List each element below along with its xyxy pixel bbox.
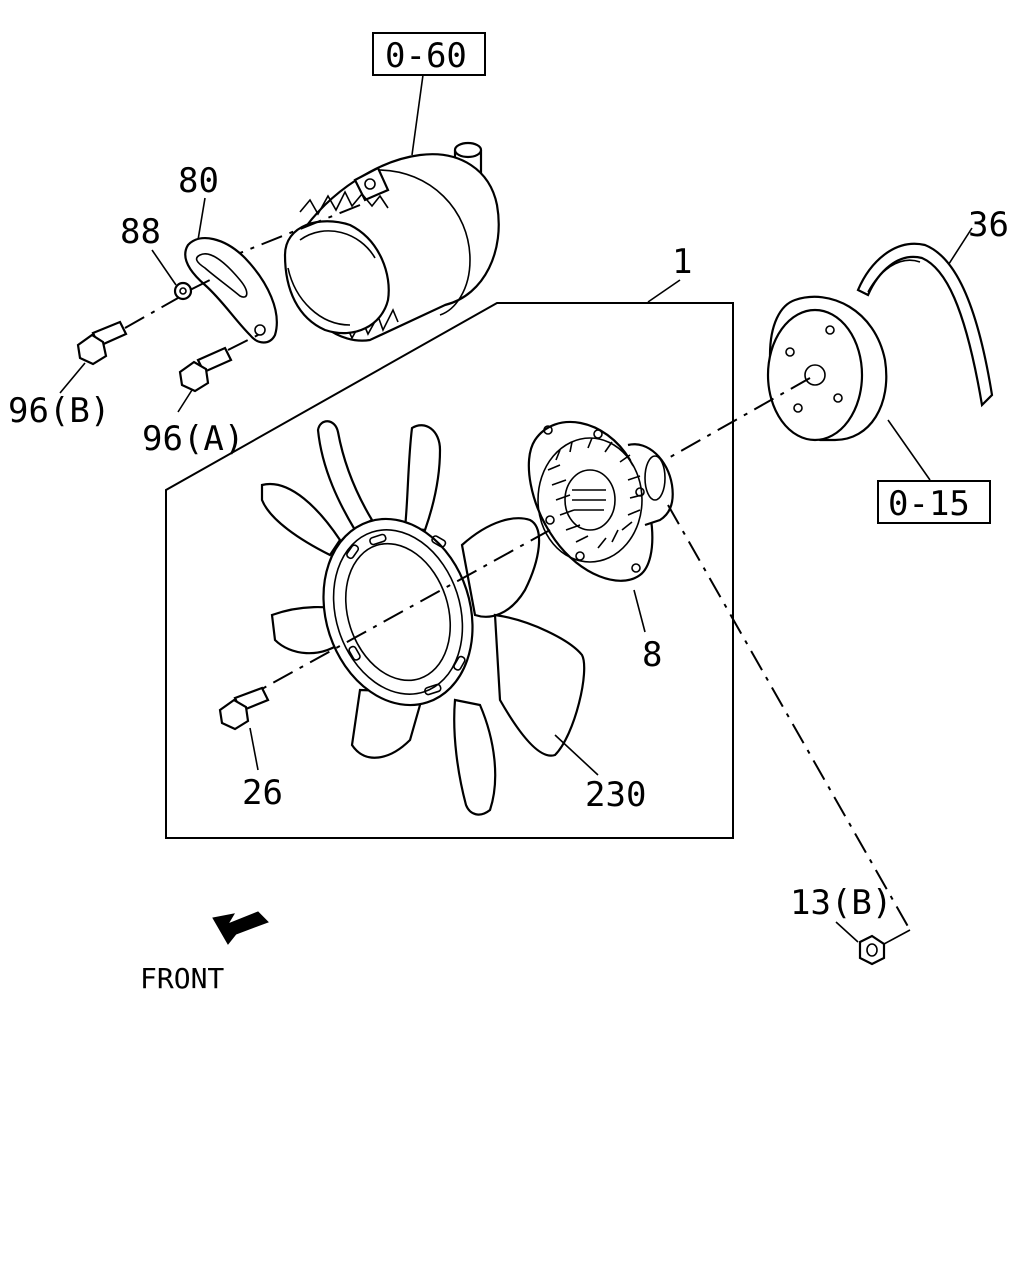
leader-96b	[59, 362, 86, 394]
callout-88: 88	[120, 212, 161, 252]
leader-0-15	[887, 419, 931, 481]
fan-clutch	[527, 420, 674, 582]
callout-96b: 96(B)	[8, 391, 110, 431]
water-pump-pulley	[766, 295, 888, 442]
ref-box-0-60	[372, 32, 486, 76]
bolt-26	[218, 686, 270, 731]
callout-36: 36	[968, 205, 1009, 245]
callout-13b: 13(B)	[790, 883, 892, 923]
callout-230: 230	[585, 775, 646, 815]
leader-96a	[177, 389, 193, 413]
leader-0-60	[411, 74, 424, 156]
adjusting-plate	[184, 237, 278, 344]
pulley-axis-line	[664, 377, 811, 461]
bolt-96a	[178, 334, 259, 393]
leader-1	[647, 279, 681, 303]
callout-1: 1	[672, 242, 692, 282]
nut-axis-line	[667, 504, 911, 931]
callout-26: 26	[242, 773, 283, 813]
leader-13b-tail	[883, 929, 911, 945]
front-label: FRONT	[140, 962, 224, 995]
washer-88	[173, 281, 193, 301]
leader-26	[249, 727, 259, 771]
callout-96a: 96(A)	[142, 419, 244, 459]
flange-nut-13b	[858, 934, 886, 966]
leader-230	[554, 734, 599, 776]
front-arrow-icon	[212, 911, 269, 945]
ref-box-0-15	[877, 480, 991, 524]
cooling-fan-230	[260, 420, 586, 816]
leader-88	[151, 249, 177, 286]
drive-belt	[856, 242, 994, 408]
assembly-outline-1	[165, 302, 734, 839]
callout-80: 80	[178, 161, 219, 201]
callout-8: 8	[642, 635, 662, 675]
fan-axis-line	[259, 529, 551, 691]
alternator-drawing	[283, 141, 500, 342]
ref-label-0-60: 0-60	[385, 36, 467, 76]
leader-8	[633, 589, 646, 633]
leader-80	[197, 197, 206, 241]
bolt-96b	[76, 297, 179, 366]
leader-13b	[835, 921, 859, 943]
ref-label-0-15: 0-15	[888, 484, 970, 524]
